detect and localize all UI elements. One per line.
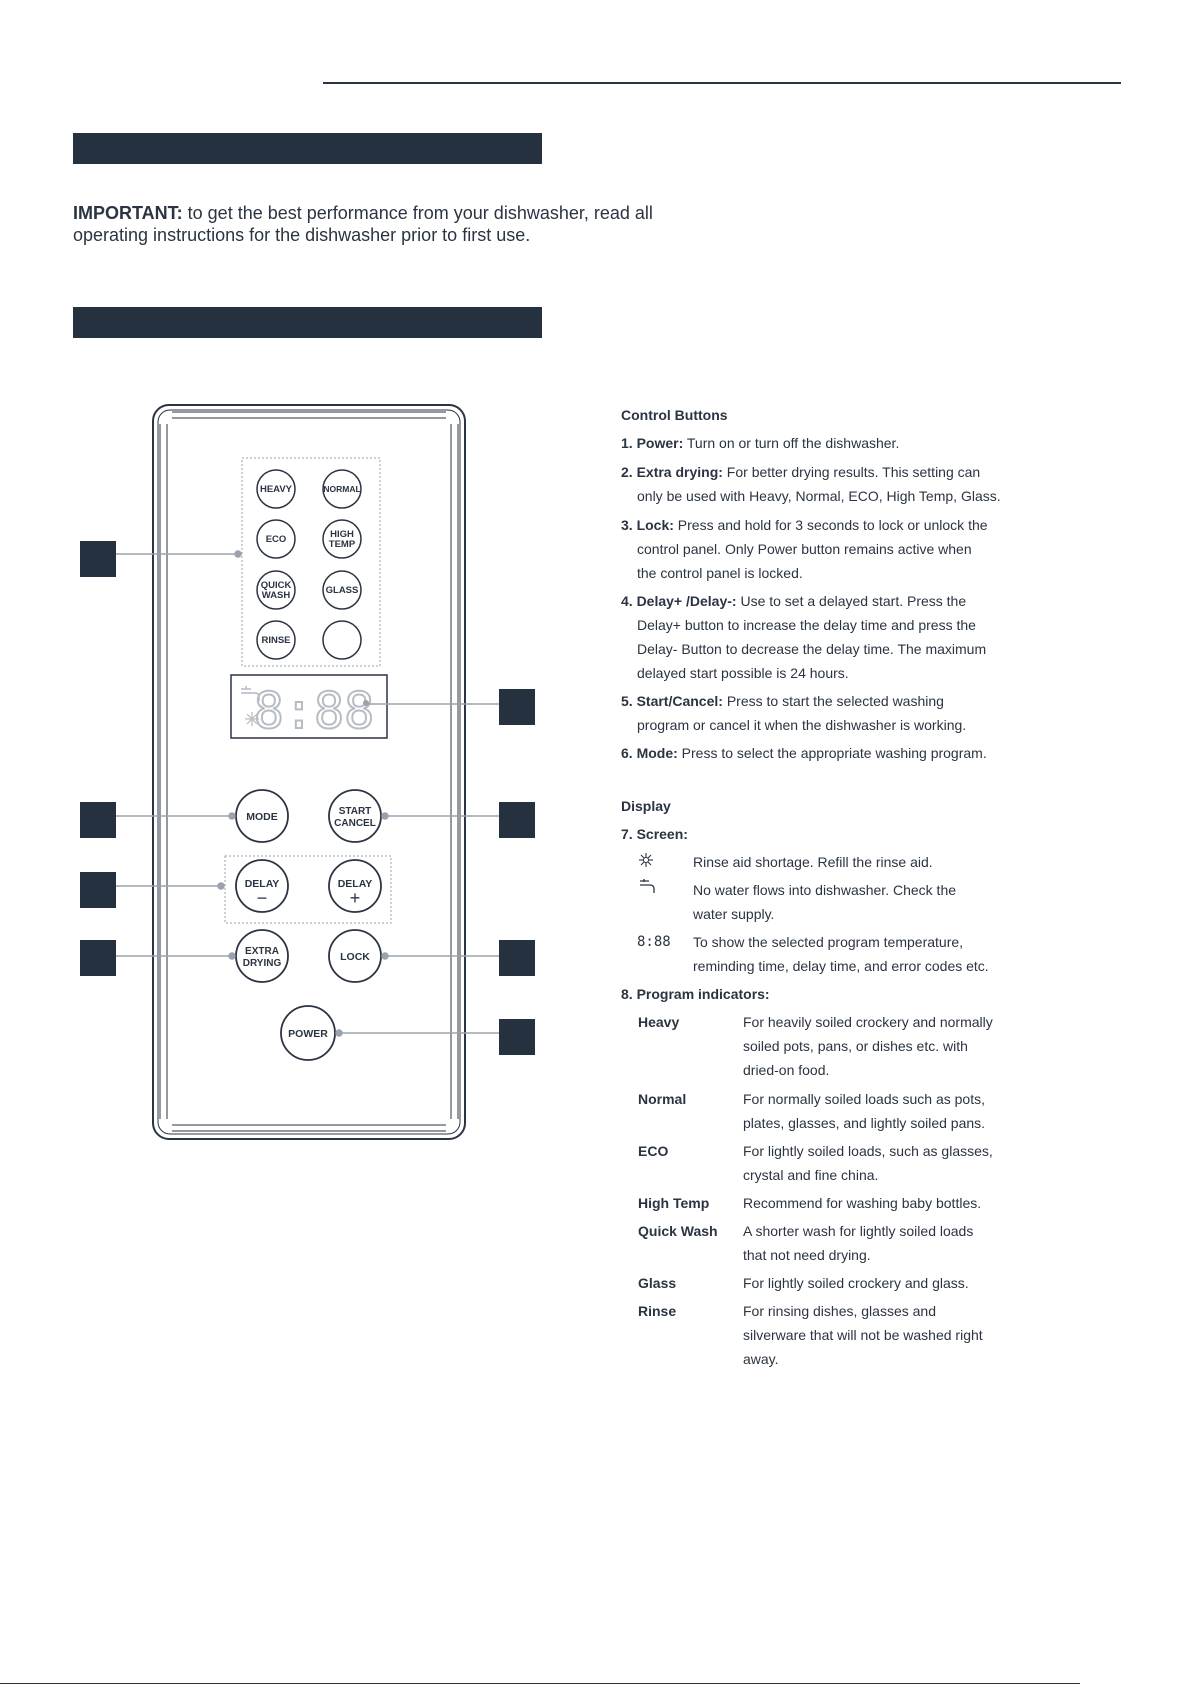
start-label: START (339, 806, 372, 817)
control-heading: Control Buttons (621, 407, 728, 423)
control-item-2-line-2: only be used with Heavy, Normal, ECO, Hi… (637, 488, 1001, 504)
glass-button[interactable]: GLASS (322, 570, 362, 610)
control-item-4-line-4: delayed start possible is 24 hours. (637, 665, 849, 681)
program-quick-wash-desc-2: that not need drying. (743, 1247, 871, 1263)
rinse-label: RINSE (261, 635, 290, 646)
lock-label: LOCK (340, 951, 370, 963)
program-normal-desc-1: For normally soiled loads such as pots, (743, 1091, 985, 1107)
program-quick-wash-desc-1: A shorter wash for lightly soiled loads (743, 1223, 974, 1239)
program-normal: Normal (638, 1091, 687, 1107)
drying-label: DRYING (243, 958, 282, 969)
water-tap-icon (640, 879, 655, 893)
program-group-box (241, 457, 381, 667)
control-item-6: 6. Mode: Press to select the appropriate… (621, 745, 987, 761)
mode-label: MODE (246, 811, 278, 823)
quick-wash-label-1: QUICK (261, 580, 292, 591)
normal-button[interactable]: NORMAL (322, 469, 362, 509)
section-bar-1 (73, 133, 542, 164)
power-label: POWER (288, 1028, 328, 1040)
control-item-4-line-2: Delay+ button to increase the delay time… (637, 617, 976, 633)
control-item-4: 4. Delay+ /Delay-: Use to set a delayed … (621, 593, 967, 609)
lock-button[interactable]: LOCK (328, 929, 382, 983)
blank-button[interactable] (322, 620, 362, 660)
delay-minus-label: DELAY (245, 878, 280, 890)
rinse-button[interactable]: RINSE (256, 620, 296, 660)
high-temp-label-2: TEMP (329, 539, 356, 550)
extra-label: EXTRA (245, 946, 279, 957)
section-bar-2 (73, 307, 542, 338)
screen-item-2: No water flows into dishwasher. Check th… (693, 882, 957, 898)
delay-plus-label: DELAY (338, 878, 373, 890)
control-item-3-line-2: control panel. Only Power button remains… (637, 541, 972, 557)
program-rinse-desc-1: For rinsing dishes, glasses and (743, 1303, 936, 1319)
header-rule (323, 82, 1121, 84)
high-temp-button[interactable]: HIGH TEMP (322, 519, 362, 559)
quick-wash-button[interactable]: QUICK WASH (256, 570, 296, 610)
program-glass-desc-1: For lightly soiled crockery and glass. (743, 1275, 969, 1291)
screen-item-2-line-2: water supply. (693, 906, 775, 922)
callout-markers (80, 541, 535, 1055)
control-item-1: 1. Power: Turn on or turn off the dishwa… (621, 435, 900, 451)
heavy-button[interactable]: HEAVY (256, 469, 296, 509)
program-glass: Glass (638, 1275, 677, 1291)
delay-minus-button[interactable]: DELAY − (235, 859, 289, 913)
program-eco: ECO (638, 1143, 669, 1159)
display-digits: 8:88 (254, 682, 374, 740)
program-eco-desc-1: For lightly soiled loads, such as glasse… (743, 1143, 993, 1159)
screen-item-3: To show the selected program temperature… (693, 934, 964, 950)
program-high-temp-desc-1: Recommend for washing baby bottles. (743, 1195, 982, 1211)
important-text: to get the best performance from your di… (73, 203, 653, 245)
program-rinse: Rinse (638, 1303, 677, 1319)
callouts (115, 550, 500, 1037)
program-heavy-desc-3: dried-on food. (743, 1062, 830, 1078)
important-notice: IMPORTANT: to get the best performance f… (73, 202, 713, 246)
rinse-aid-icon (639, 853, 653, 867)
plus-sign: + (350, 888, 361, 908)
screen-item-3-line-2: reminding time, delay time, and error co… (693, 958, 989, 974)
sparkle-icon (245, 712, 259, 726)
quick-wash-label-2: WASH (262, 590, 291, 601)
display-heading: Display (621, 798, 671, 814)
panel-display: 8:88 (230, 674, 388, 741)
program-rinse-desc-2: silverware that will not be washed right (743, 1327, 983, 1343)
control-item-4-line-3: Delay- Button to decrease the delay time… (637, 641, 987, 657)
delay-group-box (224, 855, 392, 924)
digits-icon: 8:88 (637, 934, 671, 950)
panel-outer (152, 404, 466, 1140)
program-eco-desc-2: crystal and fine china. (743, 1167, 879, 1183)
program-heavy-desc-1: For heavily soiled crockery and normally (743, 1014, 993, 1030)
extra-drying-button[interactable]: EXTRA DRYING (235, 929, 289, 983)
program-quick-wash: Quick Wash (638, 1223, 718, 1239)
heavy-label: HEAVY (260, 484, 293, 495)
program-normal-desc-2: plates, glasses, and lightly soiled pans… (743, 1115, 986, 1131)
program-rinse-desc-3: away. (743, 1351, 779, 1367)
start-cancel-button[interactable]: START CANCEL (328, 789, 382, 843)
eco-label: ECO (266, 534, 287, 545)
program-high-temp: High Temp (638, 1195, 710, 1211)
important-label: IMPORTANT: (73, 203, 183, 223)
cancel-label: CANCEL (334, 818, 376, 829)
control-item-5: 5. Start/Cancel: Press to start the sele… (621, 693, 944, 709)
screen-label: 7. Screen: (621, 826, 688, 842)
tap-icon (241, 686, 260, 701)
panel-inner (157, 409, 461, 1135)
minus-sign: − (257, 888, 268, 908)
control-item-2: 2. Extra drying: For better drying resul… (621, 464, 981, 480)
footer-rule (0, 1683, 1080, 1684)
normal-label: NORMAL (323, 484, 360, 494)
control-item-3-line-3: the control panel is locked. (637, 565, 803, 581)
program-heavy-desc-2: soiled pots, pans, or dishes etc. with (743, 1038, 968, 1054)
high-temp-label-1: HIGH (330, 529, 354, 540)
control-item-3: 3. Lock: Press and hold for 3 seconds to… (621, 517, 988, 533)
mode-button[interactable]: MODE (235, 789, 289, 843)
glass-label: GLASS (326, 585, 359, 596)
program-indicators-label: 8. Program indicators: (621, 986, 770, 1002)
program-heavy: Heavy (638, 1014, 680, 1030)
delay-plus-button[interactable]: DELAY + (328, 859, 382, 913)
power-button[interactable]: POWER (280, 1005, 336, 1061)
screen-item-1: Rinse aid shortage. Refill the rinse aid… (693, 854, 933, 870)
control-item-5-line-2: program or cancel it when the dishwasher… (637, 717, 967, 733)
eco-button[interactable]: ECO (256, 519, 296, 559)
